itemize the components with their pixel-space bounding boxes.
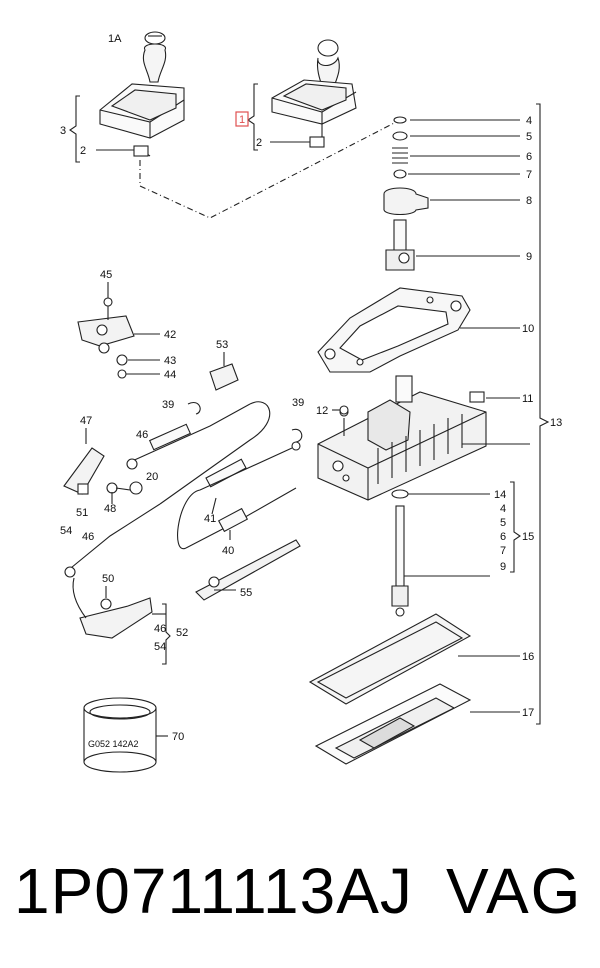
lever-47	[63, 428, 105, 495]
callout-43: 43	[164, 355, 176, 367]
callout-4b: 4	[500, 503, 506, 515]
callout-8: 8	[526, 195, 532, 207]
callout-42: 42	[164, 329, 176, 341]
callout-1a: 1A	[108, 33, 122, 45]
callout-2a: 2	[80, 145, 86, 157]
callout-4a: 4	[526, 115, 532, 127]
callout-54a: 54	[60, 525, 72, 537]
callout-46b: 46	[82, 531, 94, 543]
callout-39b: 39	[292, 397, 304, 409]
brand-name: VAG	[446, 855, 583, 927]
frame-17	[314, 683, 472, 765]
select-cable-40	[177, 441, 301, 550]
callout-45: 45	[100, 269, 112, 281]
callout-11: 11	[522, 393, 533, 405]
shifter-housing	[317, 375, 487, 501]
callout-17: 17	[522, 707, 534, 719]
callout-5a: 5	[526, 131, 532, 143]
clip-53	[209, 363, 239, 391]
selector-shaft	[391, 489, 409, 617]
lever-52	[72, 577, 153, 639]
callout-20: 20	[146, 471, 158, 483]
part-number: 1P0711113AJ	[14, 855, 413, 927]
callout-70: 70	[172, 731, 184, 743]
callout-5b: 5	[500, 517, 506, 529]
callout-53: 53	[216, 339, 228, 351]
callout-7b: 7	[500, 545, 506, 557]
callout-47: 47	[80, 415, 92, 427]
callout-41: 41	[204, 513, 216, 525]
callout-1: 1	[239, 114, 245, 126]
callout-46a: 46	[136, 429, 148, 441]
shift-cable-41	[64, 401, 271, 578]
exploded-parts-diagram: 1A 1 2 2 3 4 5 6 7 8 9 10 11 12 13 14 4 …	[60, 31, 562, 773]
callout-50: 50	[102, 573, 114, 585]
footer: 1P0711113AJ VAG	[0, 836, 600, 956]
callout-48: 48	[104, 503, 116, 515]
callout-44: 44	[164, 369, 176, 381]
callout-13: 13	[550, 417, 562, 429]
shift-shaft-stack	[383, 116, 429, 271]
gaiter-boot-16	[308, 613, 472, 705]
bracket-42	[77, 297, 135, 354]
callout-15: 15	[522, 531, 534, 543]
callout-46c: 46	[154, 623, 166, 635]
callout-6a: 6	[526, 151, 532, 163]
gear-knob-right	[271, 39, 357, 148]
callout-6b: 6	[500, 531, 506, 543]
callout-55: 55	[240, 587, 252, 599]
callout-12: 12	[316, 405, 328, 417]
ring-marking: G052 142A2	[88, 739, 139, 749]
callout-9a: 9	[526, 251, 532, 263]
callout-10: 10	[522, 323, 534, 335]
callout-52: 52	[176, 627, 188, 639]
callout-7a: 7	[526, 169, 532, 181]
callout-9b: 9	[500, 561, 506, 573]
gear-knob-1a	[99, 31, 185, 157]
callout-51: 51	[76, 507, 88, 519]
callout-39a: 39	[162, 399, 174, 411]
callout-3: 3	[60, 125, 66, 137]
callout-54b: 54	[154, 641, 166, 653]
callout-labels: 1A 1 2 2 3 4 5 6 7 8 9 10 11 12 13 14 4 …	[60, 33, 562, 749]
gasket-10	[317, 287, 471, 373]
callout-14: 14	[494, 489, 506, 501]
repair-ring-70	[83, 697, 157, 773]
callout-2b: 2	[256, 137, 262, 149]
cable-tie-55	[195, 539, 301, 601]
callout-40: 40	[222, 545, 234, 557]
callout-16: 16	[522, 651, 534, 663]
